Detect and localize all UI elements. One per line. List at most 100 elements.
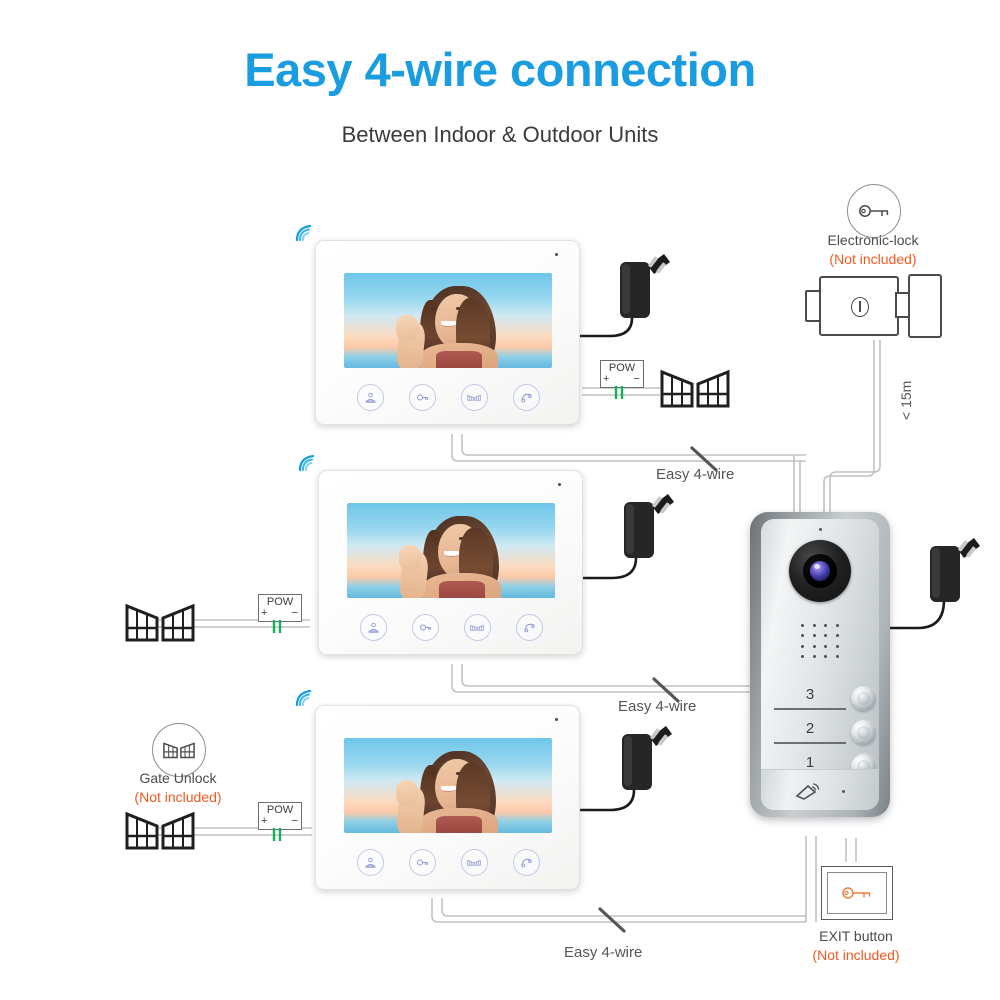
pow-green-wires <box>614 386 624 399</box>
monitor-indicator-led <box>558 483 561 486</box>
pow-connector-top: POW + − <box>600 360 644 388</box>
speaker-grille-icon <box>799 622 841 660</box>
wifi-icon <box>298 454 315 472</box>
power-adapter <box>624 494 674 558</box>
electronic-lock-label: Electronic-lock <box>827 232 919 248</box>
key-unlock-icon <box>416 393 428 401</box>
pow-green-wires <box>272 828 282 841</box>
call-button-separator <box>774 742 846 744</box>
call-button-separator <box>774 708 846 710</box>
gate-icon <box>467 859 481 866</box>
electronic-lock-icon-circle <box>847 184 901 238</box>
monitor-button[interactable] <box>359 613 387 641</box>
pow-polarity: + − <box>261 815 304 827</box>
gate-symbol-top <box>660 369 730 408</box>
electronic-lock-note: (Not included) <box>829 251 917 267</box>
lock-body <box>819 276 899 336</box>
call-button-2[interactable] <box>851 720 876 745</box>
power-adapter <box>622 726 672 790</box>
power-adapter <box>620 254 670 318</box>
monitor-screen <box>347 503 555 598</box>
page-subtitle: Between Indoor & Outdoor Units <box>341 122 659 147</box>
easy-4wire-label-middle: Easy 4-wire <box>618 698 697 715</box>
gate-icon <box>467 394 481 401</box>
phone-talk-icon <box>523 623 535 632</box>
gate-button[interactable] <box>463 613 491 641</box>
monitor-button[interactable] <box>356 848 384 876</box>
monitor-person-icon <box>365 857 375 868</box>
gate-button[interactable] <box>460 848 488 876</box>
call-button-row[interactable]: 3 <box>766 684 876 718</box>
exit-button-label: EXIT button <box>819 928 893 944</box>
phone-talk-icon <box>520 393 532 402</box>
monitor-touch-buttons[interactable] <box>344 847 552 877</box>
unlock-button[interactable] <box>411 613 439 641</box>
electronic-lock-drawing <box>805 272 945 342</box>
lock-strike-plate <box>908 274 942 338</box>
wifi-icon <box>295 224 312 242</box>
pow-label: POW <box>608 362 636 374</box>
monitor-middle[interactable] <box>298 454 583 655</box>
unlock-button[interactable] <box>408 383 436 411</box>
electronic-lock-accessory <box>847 184 901 238</box>
gate-icon <box>163 742 195 759</box>
distance-label: < 15m <box>898 380 914 420</box>
call-button-number: 2 <box>805 720 815 737</box>
unlock-button[interactable] <box>408 848 436 876</box>
easy-4wire-label-bottom: Easy 4-wire <box>564 944 643 961</box>
talk-button[interactable] <box>515 613 543 641</box>
call-button-3[interactable] <box>851 686 876 711</box>
pow-label: POW <box>266 804 294 816</box>
key-unlock-icon <box>419 623 431 631</box>
phone-talk-icon <box>520 858 532 867</box>
monitor-screen <box>344 273 552 368</box>
gate-unlock-icon-circle <box>152 723 206 777</box>
station-card-panel[interactable] <box>761 769 879 810</box>
status-led <box>842 790 845 793</box>
pow-polarity: + − <box>603 373 646 385</box>
pow-label: POW <box>266 596 294 608</box>
talk-button[interactable] <box>512 383 540 411</box>
exit-button-face <box>827 872 887 914</box>
call-button-list[interactable]: 3 2 1 <box>766 684 876 786</box>
call-button-row[interactable]: 2 <box>766 718 876 752</box>
monitor-indicator-led <box>555 253 558 256</box>
gate-symbol-bottom <box>125 811 195 850</box>
lock-keyhole-icon <box>851 297 869 317</box>
power-adapter <box>930 538 980 602</box>
key-icon <box>842 887 871 899</box>
monitor-screen <box>344 738 552 833</box>
gate-unlock-accessory <box>152 723 206 777</box>
monitor-person-icon <box>368 622 378 633</box>
pow-connector-bottom: POW + − <box>258 802 302 830</box>
camera-lens-icon <box>810 561 830 581</box>
monitor-touch-buttons[interactable] <box>347 612 555 642</box>
key-icon <box>859 205 889 217</box>
talk-button[interactable] <box>512 848 540 876</box>
pow-polarity: + − <box>261 607 304 619</box>
key-unlock-icon <box>416 858 428 866</box>
monitor-touch-buttons[interactable] <box>344 382 552 412</box>
monitor-person-icon <box>365 392 375 403</box>
monitor-top[interactable] <box>295 224 580 425</box>
pow-connector-middle: POW + − <box>258 594 302 622</box>
exit-button-note: (Not included) <box>812 947 900 963</box>
gate-icon <box>470 624 484 631</box>
outdoor-door-station[interactable]: 3 2 1 <box>750 512 890 817</box>
rfid-card-icon <box>795 783 820 800</box>
page-title: Easy 4-wire connection <box>244 43 756 96</box>
microphone-hole <box>818 528 822 531</box>
wifi-icon <box>295 689 312 707</box>
call-button-number: 3 <box>805 686 815 703</box>
monitor-indicator-led <box>555 718 558 721</box>
monitor-button[interactable] <box>356 383 384 411</box>
gate-unlock-label: Gate Unlock <box>139 770 217 786</box>
gate-symbol-middle <box>125 603 195 642</box>
gate-button[interactable] <box>460 383 488 411</box>
call-button-number: 1 <box>805 754 815 771</box>
monitor-bottom[interactable] <box>295 689 580 890</box>
exit-button-device[interactable] <box>821 866 893 920</box>
pow-green-wires <box>272 620 282 633</box>
gate-unlock-note: (Not included) <box>134 789 222 805</box>
